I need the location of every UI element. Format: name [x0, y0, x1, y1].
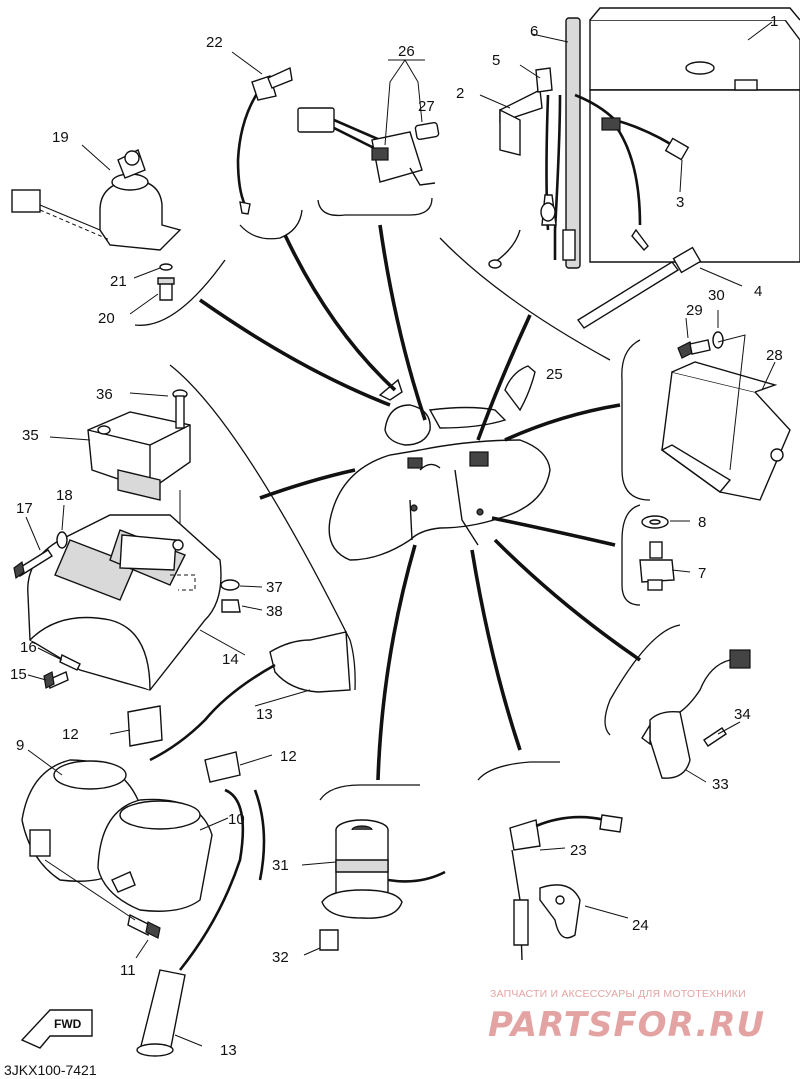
starter-motor: [301, 819, 446, 956]
battery: [589, 7, 800, 263]
label-17: 17: [16, 500, 33, 517]
motorcycle-frame-outline: [328, 365, 551, 561]
label-12-upper: 12: [62, 726, 79, 743]
label-30: 30: [708, 287, 725, 304]
label-16: 16: [20, 639, 37, 656]
label-10: 10: [228, 811, 245, 828]
label-12-lower: 12: [280, 748, 297, 765]
cdi-unit: [660, 334, 791, 501]
label-15: 15: [10, 666, 27, 683]
main-switch: [11, 144, 182, 315]
label-32: 32: [272, 949, 289, 966]
fwd-direction-arrow: FWD: [20, 1009, 93, 1049]
part-number-labels: 1 2 3 4 5 6 7 8 9 10 11 12 12 13 13 14 1…: [10, 13, 783, 1059]
starter-relay: [297, 59, 440, 186]
label-31: 31: [272, 857, 289, 874]
label-13-lower: 13: [220, 1042, 237, 1059]
frame-unit: [469, 451, 489, 467]
label-21: 21: [110, 273, 127, 290]
label-36: 36: [96, 386, 113, 403]
label-33: 33: [712, 776, 729, 793]
label-7: 7: [698, 565, 706, 582]
pickup-switch: [641, 649, 751, 783]
label-19: 19: [52, 129, 69, 146]
battery-wiring: [479, 17, 690, 269]
speed-sensor-cable: [231, 51, 293, 215]
ignition-coils: [21, 631, 351, 1057]
fasteners: [13, 504, 263, 689]
label-6: 6: [530, 23, 538, 40]
watermark: ЗАПЧАСТИ И АКСЕССУАРЫ ДЛЯ МОТОТЕХНИКИ PA…: [488, 988, 765, 1045]
callout-spokes: [198, 224, 642, 781]
label-3: 3: [676, 194, 684, 211]
label-27: 27: [418, 98, 435, 115]
label-34: 34: [734, 706, 751, 723]
bolt-and-washer-29-30: [677, 310, 724, 359]
label-22: 22: [206, 34, 223, 51]
label-20: 20: [98, 310, 115, 327]
label-18: 18: [56, 487, 73, 504]
label-35: 35: [22, 427, 39, 444]
label-9: 9: [16, 737, 24, 754]
label-24: 24: [632, 917, 649, 934]
group-brackets: [134, 197, 681, 801]
label-23: 23: [570, 842, 587, 859]
label-29: 29: [686, 302, 703, 319]
label-11: 11: [120, 962, 136, 979]
frame-relay: [407, 457, 423, 469]
oil-level-sensor: [509, 814, 629, 961]
watermark-tagline: ЗАПЧАСТИ И АКСЕССУАРЫ ДЛЯ МОТОТЕХНИКИ: [490, 988, 746, 1000]
label-13-upper: 13: [256, 706, 273, 723]
label-14: 14: [222, 651, 239, 668]
label-1: 1: [770, 13, 778, 30]
label-2: 2: [456, 85, 464, 102]
label-38: 38: [266, 603, 283, 620]
neutral-switch: [639, 515, 691, 591]
label-26: 26: [398, 43, 415, 60]
label-37: 37: [266, 579, 283, 596]
cable-tie: [576, 246, 743, 329]
battery-box: [27, 514, 246, 691]
label-25: 25: [546, 366, 563, 383]
watermark-logo: PARTSFOR.RU: [488, 1005, 765, 1045]
label-8: 8: [698, 514, 706, 531]
fwd-label: FWD: [54, 1017, 82, 1031]
diagram-code: 3JKX100-7421: [4, 1062, 97, 1078]
label-4: 4: [754, 283, 762, 300]
label-28: 28: [766, 347, 783, 364]
label-5: 5: [492, 52, 500, 69]
